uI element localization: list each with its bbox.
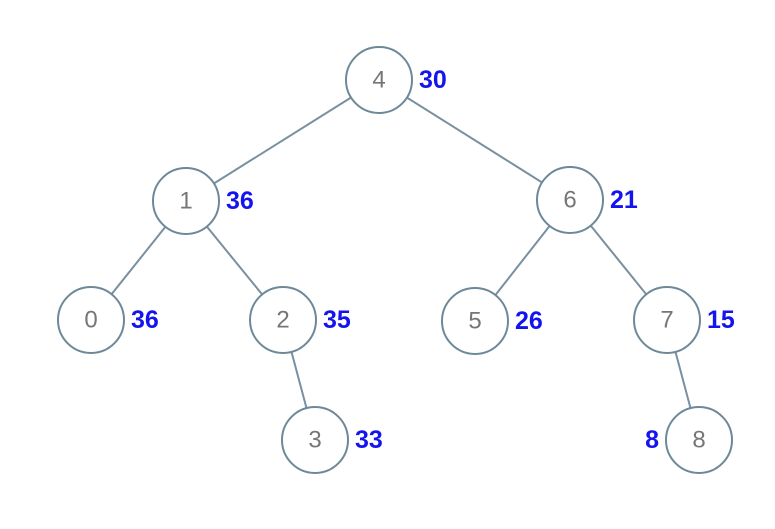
tree-node-4-label: 4	[372, 67, 385, 94]
tree-node-5-value: 26	[515, 307, 543, 335]
tree-edge-4-1	[185, 79, 380, 202]
tree-node-7-label: 7	[660, 307, 673, 334]
tree-node-8-value: 8	[645, 426, 659, 454]
tree-node-0	[57, 286, 125, 354]
tree-node-2	[249, 286, 317, 354]
tree-node-3	[281, 406, 349, 474]
tree-node-6-label: 6	[563, 187, 576, 214]
tree-node-5-label: 5	[468, 308, 481, 335]
tree-node-2-label: 2	[276, 307, 289, 334]
tree-node-8	[665, 406, 733, 474]
tree-node-0-label: 0	[84, 307, 97, 334]
tree-node-5	[441, 287, 509, 355]
tree-node-1	[152, 167, 220, 235]
tree-node-1-value: 36	[226, 187, 254, 215]
tree-node-7	[633, 286, 701, 354]
tree-node-6-value: 21	[610, 186, 638, 214]
tree-node-3-label: 3	[308, 427, 321, 454]
tree-node-1-label: 1	[179, 188, 192, 215]
tree-edge-4-6	[378, 79, 571, 201]
tree-node-7-value: 15	[707, 306, 735, 334]
tree-node-4	[345, 46, 413, 114]
tree-node-8-label: 8	[692, 427, 705, 454]
tree-node-4-value: 30	[419, 66, 447, 94]
tree-node-2-value: 35	[323, 306, 351, 334]
tree-node-0-value: 36	[131, 306, 159, 334]
tree-node-6	[536, 166, 604, 234]
tree-node-3-value: 33	[355, 426, 383, 454]
